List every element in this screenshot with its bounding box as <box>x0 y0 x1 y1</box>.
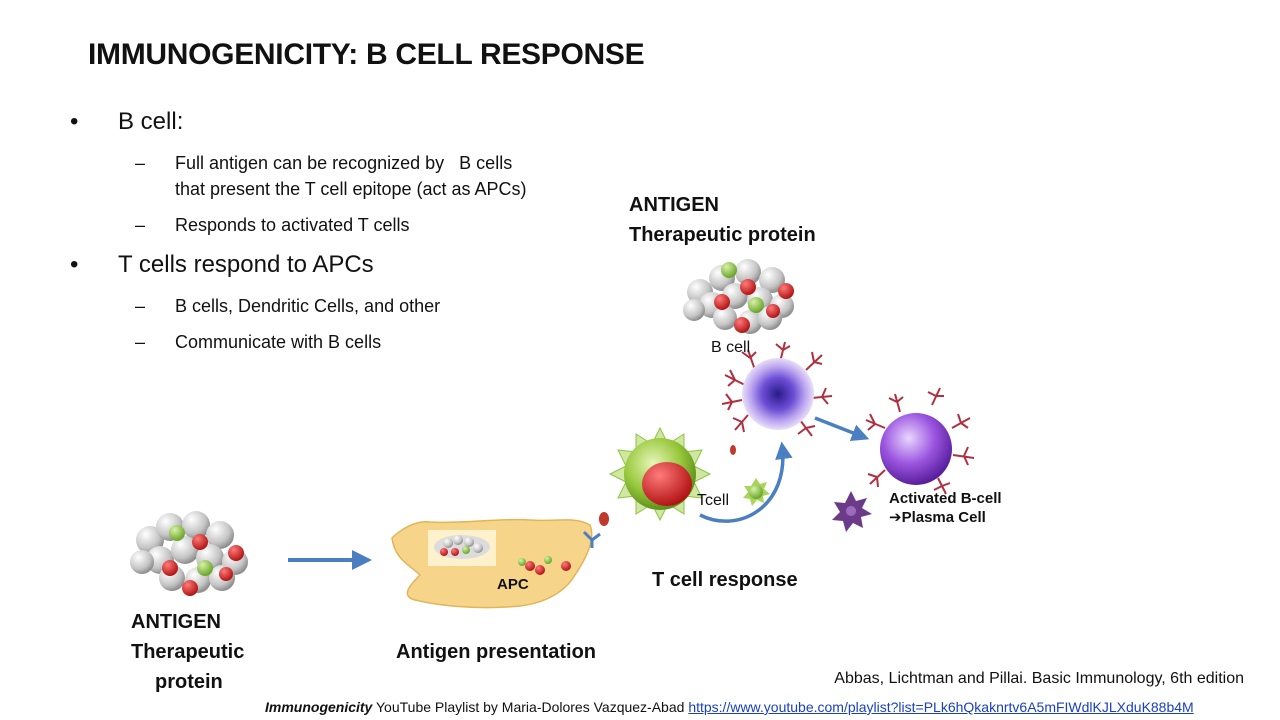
antigen-presentation-label: Antigen presentation <box>396 641 597 663</box>
slide-title: IMMUNOGENICITY: B CELL RESPONSE <box>88 38 645 71</box>
antigen-bottom-line: ANTIGEN <box>131 611 221 633</box>
bullet-t-cells: • T cells respond to APCs <box>70 251 374 279</box>
sub-bullet-b-cells-dendritic: – B cells, Dendritic Cells, and other <box>135 293 441 319</box>
footer: Immunogenicity YouTube Playlist by Maria… <box>265 699 1194 715</box>
bullet-glyph: • <box>70 108 79 135</box>
activated-line: Activated B-cell <box>889 490 1002 507</box>
antigen-top-label: ANTIGEN Therapeutic protein <box>629 190 816 250</box>
bullet-text: B cell: <box>118 108 184 135</box>
apc-cell-icon <box>391 512 609 609</box>
playlist-link[interactable]: https://www.youtube.com/playlist?list=PL… <box>688 699 1194 715</box>
dash-glyph: – <box>135 153 146 173</box>
b-cell-icon <box>721 341 833 437</box>
sub-bullet-responds: – Responds to activated T cells <box>135 212 410 238</box>
arrow-bcell-to-plasma <box>814 416 870 442</box>
plasma-cell-icon <box>865 387 975 495</box>
antigen-bottom-line: Therapeutic <box>131 641 245 663</box>
sub-bullet-line: B cells, Dendritic Cells, and other <box>175 296 441 316</box>
dash-glyph: – <box>135 215 146 235</box>
activated-bcell-label: Activated B-cell ➔Plasma Cell <box>889 489 1002 527</box>
bullet-text: T cells respond to APCs <box>118 251 374 278</box>
sub-bullet-communicate: – Communicate with B cells <box>135 329 382 355</box>
t-cell-response-label: T cell response <box>652 569 798 591</box>
sub-bullet-line: Full antigen can be recognized by B cell… <box>175 153 513 173</box>
sub-bullet-line: Responds to activated T cells <box>175 215 410 235</box>
antigen-cluster-top-icon <box>683 259 794 334</box>
playlist-title: Immunogenicity <box>265 699 373 715</box>
bullet-b-cell: • B cell: <box>70 108 184 136</box>
antigen-top-line: ANTIGEN <box>629 194 719 216</box>
activated-line: ➔Plasma Cell <box>889 509 986 526</box>
playlist-text: YouTube Playlist by Maria-Dolores Vazque… <box>372 699 689 715</box>
arrow-tcell-to-bcell <box>699 441 793 523</box>
apc-label: APC <box>497 576 529 593</box>
sub-bullet-line: that present the T cell epitope (act as … <box>175 179 527 199</box>
antigen-top-line: Therapeutic protein <box>629 224 816 246</box>
antigen-cluster-bottom-icon <box>130 511 248 596</box>
dash-glyph: – <box>135 332 146 352</box>
bullet-glyph: • <box>70 251 79 278</box>
sub-bullet-full-antigen: – Full antigen can be recognized by B ce… <box>135 150 527 202</box>
b-cell-label: B cell <box>711 339 751 356</box>
tcell-label: Tcell <box>697 492 730 509</box>
dash-glyph: – <box>135 296 146 316</box>
antigen-bottom-line: protein <box>155 671 223 693</box>
antigen-bottom-label: ANTIGEN Therapeutic protein <box>131 607 261 697</box>
t-cell-icon <box>608 426 770 522</box>
sub-bullet-line: Communicate with B cells <box>175 332 382 352</box>
citation: Abbas, Lichtman and Pillai. Basic Immuno… <box>834 670 1244 687</box>
